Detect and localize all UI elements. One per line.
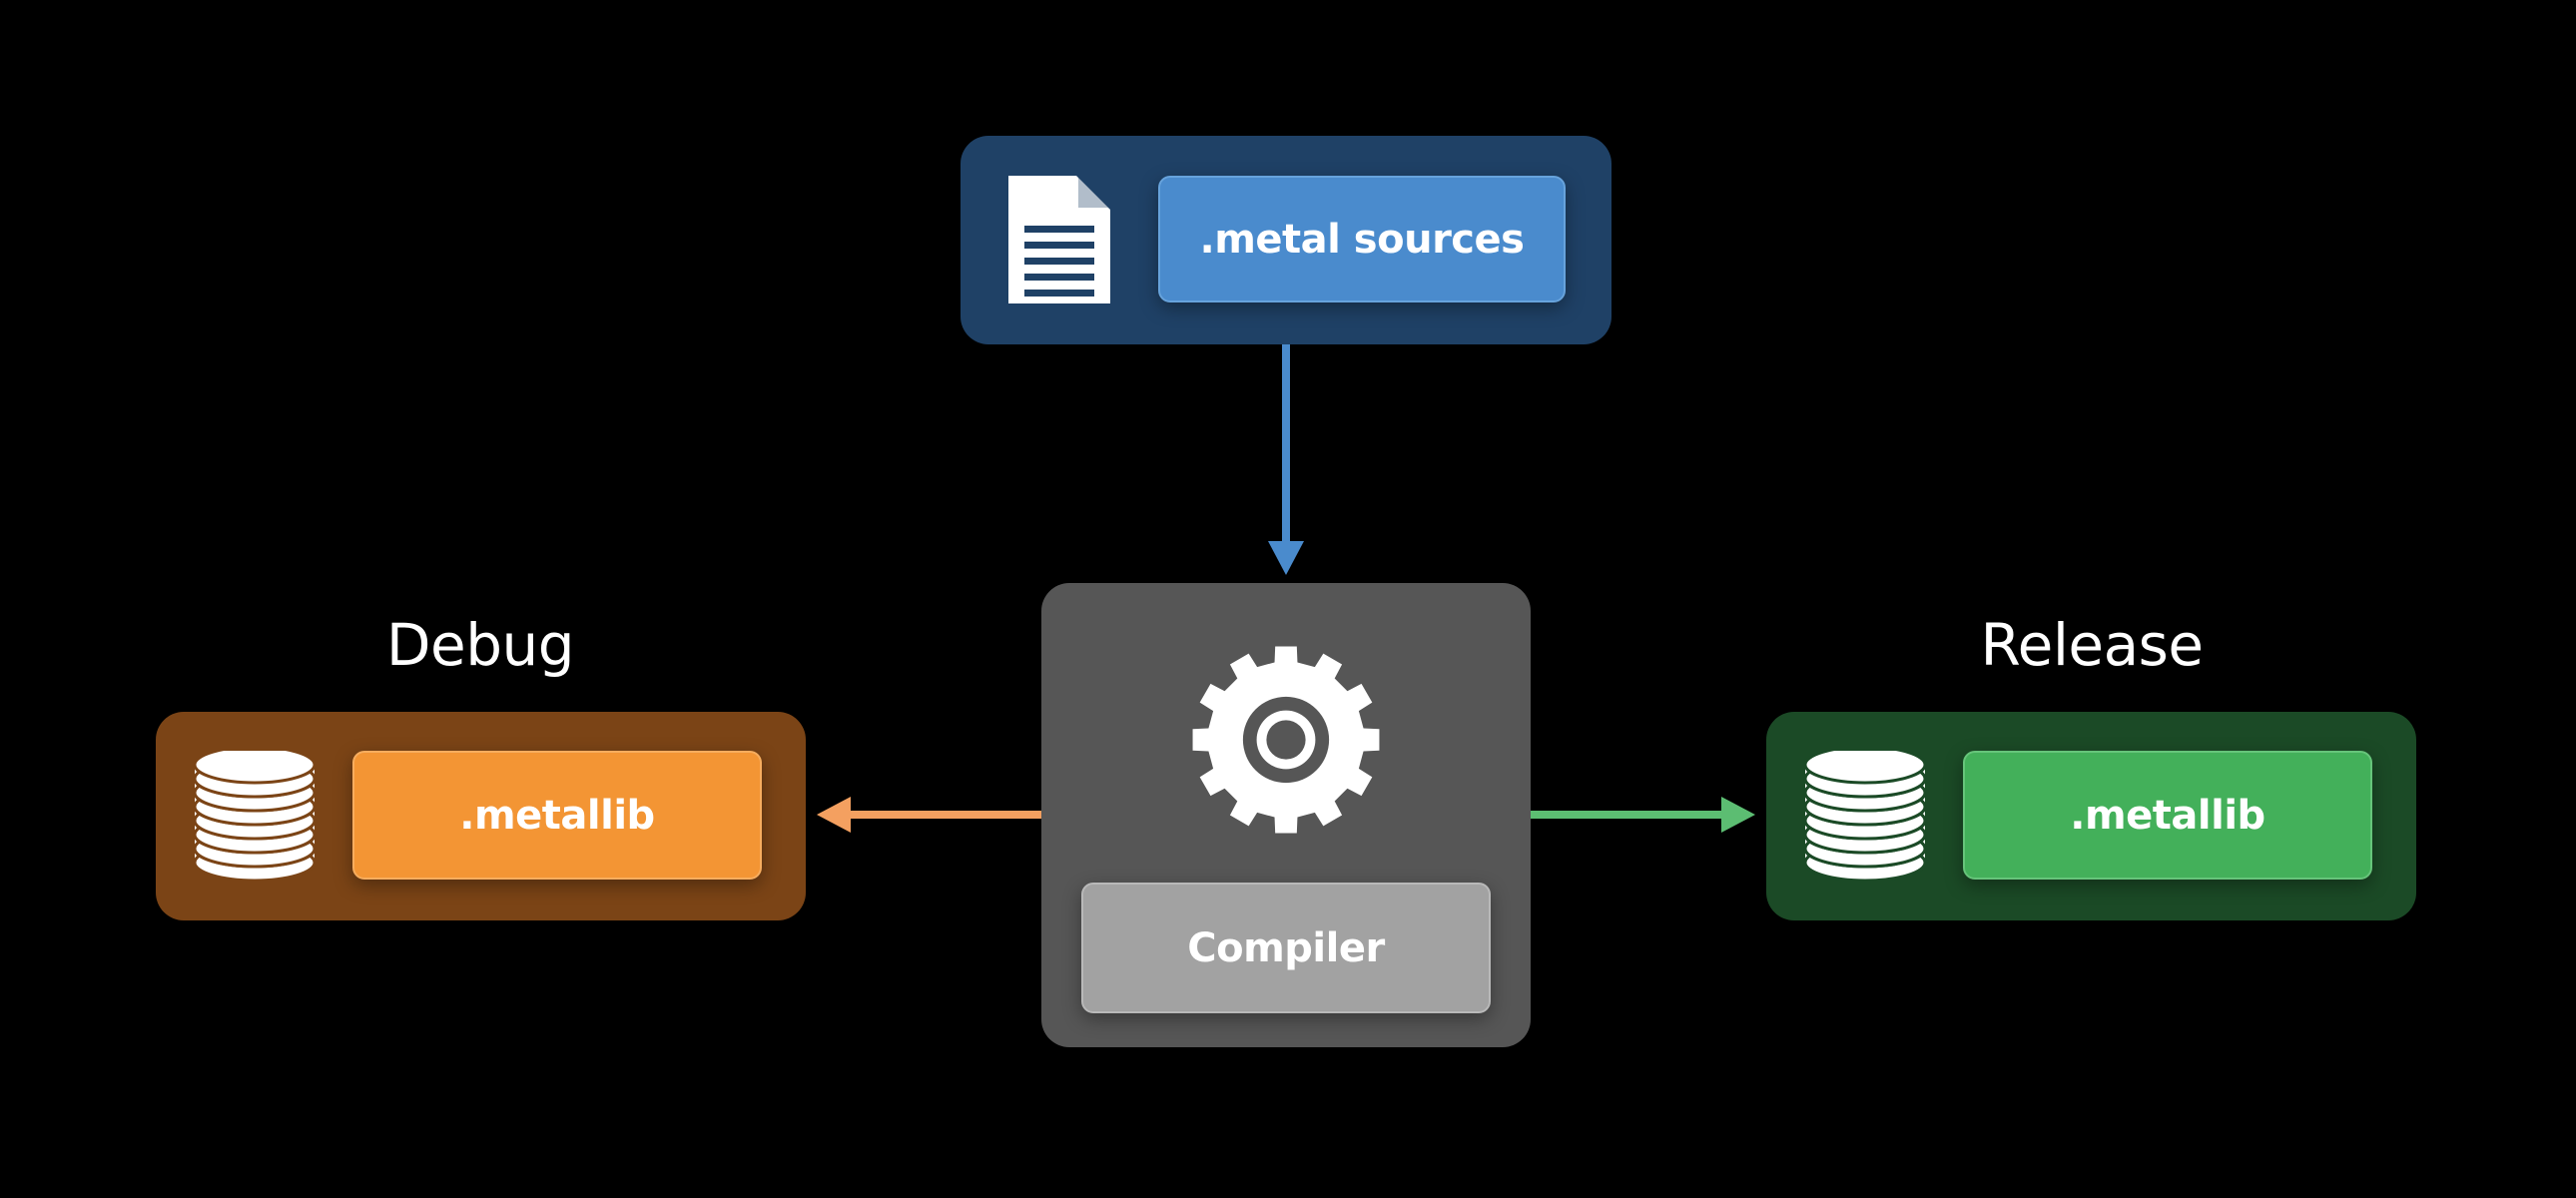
arrowhead-left — [817, 797, 851, 833]
release-heading: Release — [1980, 611, 2204, 679]
database-icon — [193, 751, 317, 881]
debug-heading: Debug — [385, 611, 575, 679]
arrowhead-down — [1268, 541, 1304, 575]
gear-icon — [1192, 646, 1380, 834]
document-icon — [1008, 176, 1110, 303]
compiler-box: Compiler — [1081, 883, 1491, 1013]
debug-metallib-box: .metallib — [352, 751, 762, 880]
arrowhead-right — [1721, 797, 1755, 833]
metal-sources-box: .metal sources — [1158, 176, 1566, 302]
release-metallib-box: .metallib — [1963, 751, 2372, 880]
database-icon — [1803, 751, 1927, 881]
